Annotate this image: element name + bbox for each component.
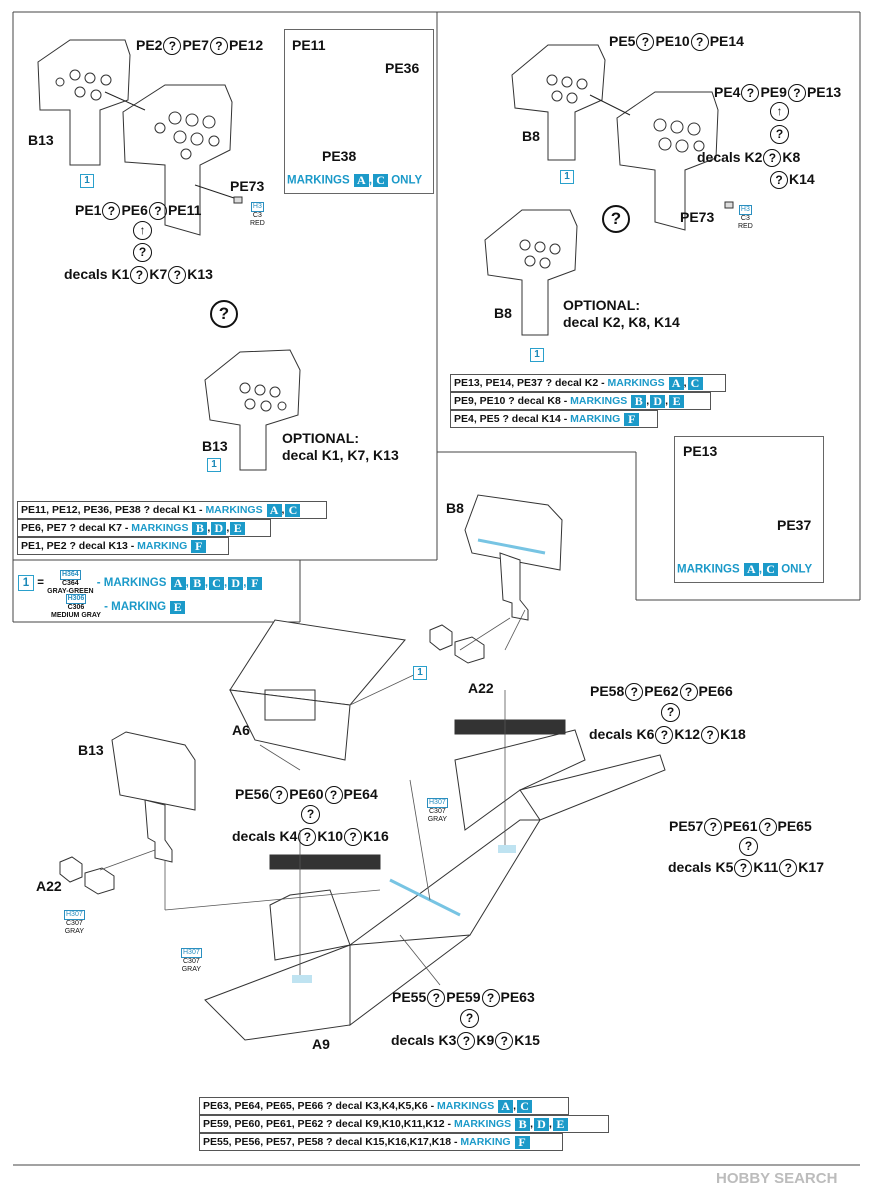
marking-row-right-2: PE9, PE10 ? decal K8 - MARKINGS B,D,E bbox=[450, 392, 711, 410]
b13-panel-top bbox=[37, 39, 131, 166]
optional-left-1: OPTIONAL: bbox=[282, 430, 359, 446]
callout-pe2-pe7-pe12: PE2?PE7?PE12 bbox=[136, 37, 264, 56]
marking-row-left-3: PE1, PE2 ? decal K13 - MARKING F bbox=[17, 537, 229, 555]
callout-pe4-pe9-pe13: PE4?PE9?PE13 bbox=[714, 84, 842, 103]
b8-seatback bbox=[464, 494, 563, 621]
b8-panel-top bbox=[511, 44, 606, 161]
b8-panel-optional bbox=[484, 209, 578, 336]
label-b13-bot: B13 bbox=[78, 742, 104, 758]
pe73-right-part bbox=[724, 201, 734, 209]
step-q-icon: ? bbox=[739, 837, 758, 856]
label-pe13: PE13 bbox=[683, 443, 718, 459]
b13-panel-pe bbox=[122, 84, 233, 236]
optional-right-2: decal K2, K8, K14 bbox=[563, 314, 680, 330]
label-a6: A6 bbox=[232, 722, 250, 738]
step-q-icon: ? bbox=[602, 205, 630, 233]
callout-decals-k4-k10-k16: decals K4?K10?K16 bbox=[232, 828, 389, 847]
optional-left-2: decal K1, K7, K13 bbox=[282, 447, 399, 463]
callout-pe56-pe60-pe64: PE56?PE60?PE64 bbox=[235, 786, 378, 805]
optional-right-1: OPTIONAL: bbox=[563, 297, 640, 313]
pe13-inset: PE13 PE37 MARKINGS A,C ONLY bbox=[674, 436, 824, 583]
tag-paint-1: 1 bbox=[530, 348, 544, 362]
step-q-icon: ? bbox=[770, 125, 789, 144]
callout-decals-k6-k12-k18: decals K6?K12?K18 bbox=[589, 726, 746, 745]
step-arrow-icon: ↑ bbox=[770, 102, 789, 121]
step-q-icon: ? bbox=[210, 300, 238, 328]
label-pe11: PE11 bbox=[292, 37, 326, 53]
label-pe36: PE36 bbox=[385, 60, 420, 76]
b13-panel-optional bbox=[204, 349, 301, 471]
label-pe37: PE37 bbox=[777, 517, 812, 533]
step-q-icon: ? bbox=[133, 243, 152, 262]
pe73-left-part bbox=[233, 196, 243, 204]
callout-pe58-pe62-pe66: PE58?PE62?PE66 bbox=[590, 683, 733, 702]
b13-seatback-bottom bbox=[111, 731, 196, 863]
label-b8-top: B8 bbox=[522, 128, 540, 144]
a22-left-part bbox=[59, 856, 115, 895]
step-q-icon: ? bbox=[460, 1009, 479, 1028]
label-pe73-left: PE73 bbox=[230, 178, 265, 194]
callout-pe5-pe10-pe14: PE5?PE10?PE14 bbox=[609, 33, 744, 52]
pe11-inset: PE11 PE36 PE38 MARKINGS A,C ONLY bbox=[284, 29, 434, 194]
tag-paint-1: 1 bbox=[560, 170, 574, 184]
step-q-icon: ? bbox=[661, 703, 680, 722]
marking-row-left-1: PE11, PE12, PE36, PE38 ? decal K1 - MARK… bbox=[17, 501, 327, 519]
inset-markings-note: MARKINGS A,C ONLY bbox=[287, 173, 423, 187]
b8-panel-pe bbox=[616, 91, 719, 231]
label-pe38: PE38 bbox=[322, 148, 357, 164]
step-arrow-icon: ↑ bbox=[133, 221, 152, 240]
callout-k14: ?K14 bbox=[769, 171, 815, 190]
marking-row-right-1: PE13, PE14, PE37 ? decal K2 - MARKINGS A… bbox=[450, 374, 726, 392]
tag-paint-1: 1 bbox=[413, 666, 427, 680]
inset-markings-note: MARKINGS A,C ONLY bbox=[677, 562, 813, 576]
tag-paint-1: 1 bbox=[207, 458, 221, 472]
step-q-icon: ? bbox=[301, 805, 320, 824]
label-pe73-right: PE73 bbox=[680, 209, 715, 225]
watermark-text: HOBBY SEARCH bbox=[716, 1170, 838, 1187]
callout-decals-k2-k8: decals K2?K8 bbox=[697, 149, 801, 168]
tag-paint-1: 1 bbox=[80, 174, 94, 188]
a6-hood bbox=[229, 619, 406, 761]
callout-decals-k3-k9-k15: decals K3?K9?K15 bbox=[391, 1032, 540, 1051]
callout-pe1-pe6-pe11: PE1?PE6?PE11 bbox=[75, 202, 202, 221]
marking-row-right-3: PE4, PE5 ? decal K14 - MARKING F bbox=[450, 410, 658, 428]
a9-cockpit-floor bbox=[204, 719, 666, 1041]
callout-decals-k1-k7-k13: decals K1?K7?K13 bbox=[64, 266, 213, 285]
a22-right-part bbox=[429, 624, 485, 664]
label-a22-right: A22 bbox=[468, 680, 494, 696]
marking-row-bottom-2: PE59, PE60, PE61, PE62 ? decal K9,K10,K1… bbox=[199, 1115, 609, 1133]
label-b8-mid: B8 bbox=[494, 305, 512, 321]
callout-decals-k5-k11-k17: decals K5?K11?K17 bbox=[668, 859, 824, 878]
callout-pe55-pe59-pe63: PE55?PE59?PE63 bbox=[392, 989, 535, 1008]
marking-row-bottom-1: PE63, PE64, PE65, PE66 ? decal K3,K4,K5,… bbox=[199, 1097, 569, 1115]
label-a22-left: A22 bbox=[36, 878, 62, 894]
marking-row-left-2: PE6, PE7 ? decal K7 - MARKINGS B,D,E bbox=[17, 519, 271, 537]
label-a9: A9 bbox=[312, 1036, 330, 1052]
label-b13-top: B13 bbox=[28, 132, 54, 148]
label-b8-bot: B8 bbox=[446, 500, 464, 516]
label-b13-mid: B13 bbox=[202, 438, 228, 454]
marking-row-bottom-3: PE55, PE56, PE57, PE58 ? decal K15,K16,K… bbox=[199, 1133, 563, 1151]
callout-pe57-pe61-pe65: PE57?PE61?PE65 bbox=[669, 818, 812, 837]
